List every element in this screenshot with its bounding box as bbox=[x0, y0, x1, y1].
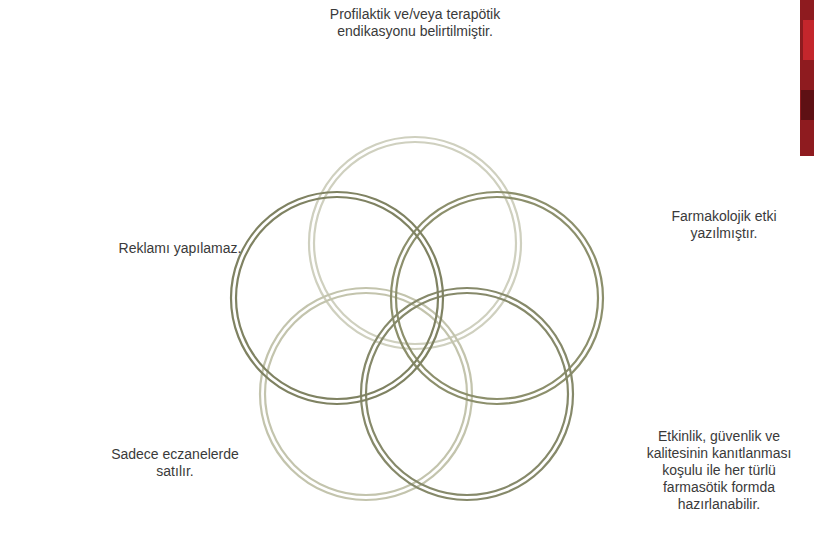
photo-corner bbox=[800, 0, 814, 156]
ring-circle bbox=[309, 137, 521, 349]
note-label: Farmakolojik etki yazılmıştır. bbox=[640, 208, 808, 242]
note-label: Sadece eczanelerde satılır. bbox=[100, 446, 250, 480]
note-label: Etkinlik, güvenlik ve kalitesinin kanıtl… bbox=[630, 428, 808, 513]
photo-corner bbox=[803, 20, 814, 60]
ring-circle bbox=[231, 192, 443, 404]
note-label: Reklamı yapılamaz. bbox=[100, 240, 260, 257]
note-label: Profilaktik ve/veya terapötik endikasyon… bbox=[325, 6, 505, 40]
ring-circle bbox=[361, 288, 573, 500]
photo-corner bbox=[801, 90, 814, 120]
